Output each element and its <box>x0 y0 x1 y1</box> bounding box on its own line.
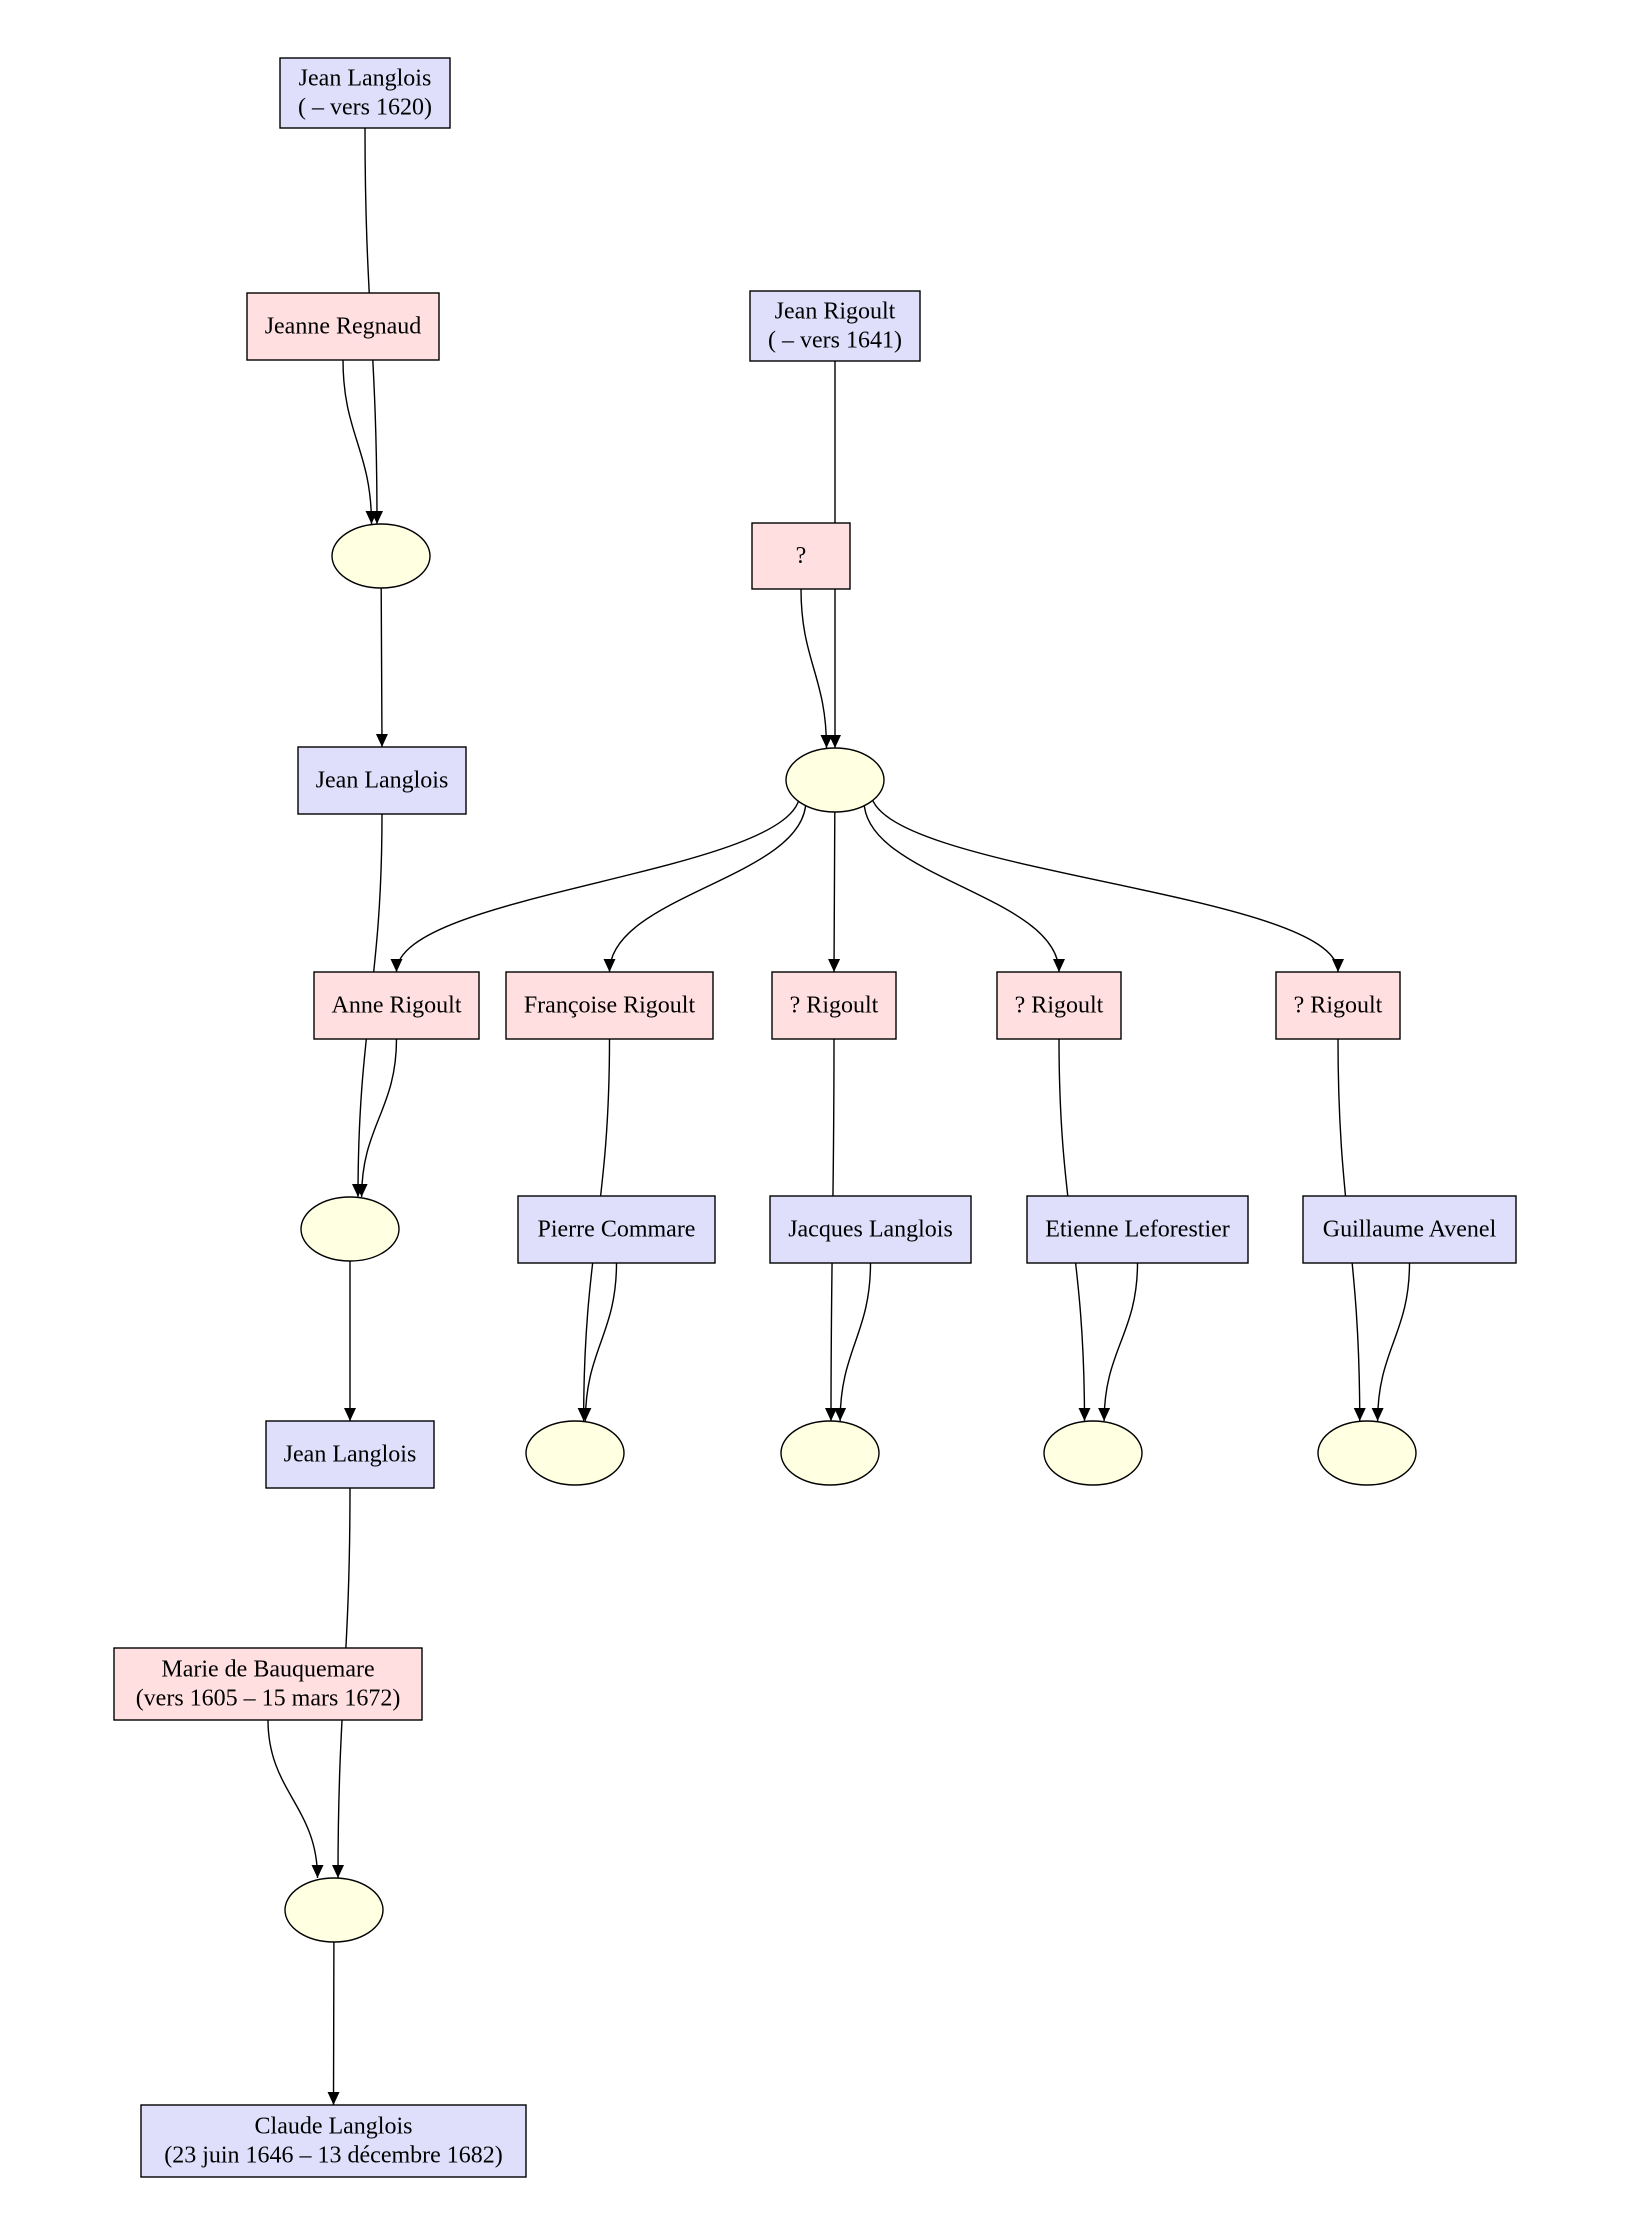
edge-jeanne_regnaud-to-u1 <box>342 359 378 525</box>
person-name: ? <box>796 543 807 569</box>
union-node-u1 <box>331 523 431 589</box>
person-node-pierre_commare[interactable]: Pierre Commare <box>517 1195 716 1264</box>
person-name: Claude Langlois <box>255 2114 413 2140</box>
person-box-jean_langlois_1[interactable] <box>279 57 451 129</box>
person-box-etienne_leforestier[interactable] <box>1026 1195 1249 1264</box>
person-box-francoise_rigoult[interactable] <box>505 971 714 1040</box>
person-name: Jean Langlois <box>299 66 432 92</box>
person-node-rigoult_b[interactable]: ? Rigoult <box>996 971 1122 1040</box>
person-box-rigoult_c[interactable] <box>1275 971 1401 1040</box>
person-box-pierre_commare[interactable] <box>517 1195 716 1264</box>
person-box-jacques_langlois[interactable] <box>769 1195 972 1264</box>
person-node-unknown_wife[interactable]: ? <box>751 522 851 590</box>
edge-u1-to-jean_langlois_2 <box>375 587 388 748</box>
person-box-jean_rigoult[interactable] <box>749 290 921 362</box>
person-dates: (23 juin 1646 – 13 décembre 1682) <box>164 2143 503 2169</box>
person-node-jeanne_regnaud[interactable]: Jeanne Regnaud <box>246 292 440 361</box>
union-node-u7 <box>1317 1420 1417 1486</box>
edge-anne_rigoult-to-u3 <box>355 1038 398 1198</box>
person-box-rigoult_b[interactable] <box>996 971 1122 1040</box>
edge-u2-to-rigoult_b <box>863 800 1065 973</box>
edge-marie_bauquemare-to-u8 <box>267 1719 324 1879</box>
person-name: Jean Langlois <box>316 768 449 794</box>
person-name: Pierre Commare <box>538 1217 696 1243</box>
person-node-marie_bauquemare[interactable]: Marie de Bauquemare (vers 1605 – 15 mars … <box>113 1647 423 1721</box>
person-name: Françoise Rigoult <box>524 993 696 1019</box>
person-name: Jean Rigoult <box>775 299 896 325</box>
person-box-guillaume_avenel[interactable] <box>1302 1195 1517 1264</box>
union-node-u5 <box>780 1420 880 1486</box>
person-node-claude_langlois[interactable]: Claude Langlois (23 juin 1646 – 13 décemb… <box>140 2104 527 2178</box>
edges-layer <box>267 127 1411 2106</box>
person-node-jacques_langlois[interactable]: Jacques Langlois <box>769 1195 972 1264</box>
union-node-u3 <box>300 1196 400 1262</box>
edge-jacques_langlois-to-u5 <box>834 1262 872 1422</box>
person-box-jeanne_regnaud[interactable] <box>246 292 440 361</box>
person-name: ? Rigoult <box>790 993 879 1019</box>
edge-u2-to-anne_rigoult <box>390 792 801 973</box>
person-node-jean_rigoult[interactable]: Jean Rigoult ( – vers 1641) <box>749 290 921 362</box>
person-box-jean_langlois_2[interactable] <box>297 746 467 815</box>
person-box-marie_bauquemare[interactable] <box>113 1647 423 1721</box>
person-name: Jacques Langlois <box>788 1217 953 1243</box>
edge-unknown_wife-to-u2 <box>800 588 833 749</box>
union-node-u8 <box>284 1877 384 1943</box>
edge-u2-to-francoise_rigoult <box>603 800 807 973</box>
person-box-anne_rigoult[interactable] <box>313 971 480 1040</box>
person-name: Jeanne Regnaud <box>265 314 422 340</box>
person-name: Jean Langlois <box>284 1442 417 1468</box>
edge-guillaume_avenel-to-u7 <box>1371 1262 1411 1422</box>
person-node-rigoult_a[interactable]: ? Rigoult <box>771 971 897 1040</box>
person-node-rigoult_c[interactable]: ? Rigoult <box>1275 971 1401 1040</box>
person-name: ? Rigoult <box>1015 993 1104 1019</box>
person-name: ? Rigoult <box>1294 993 1383 1019</box>
person-node-jean_langlois_3[interactable]: Jean Langlois <box>265 1420 435 1489</box>
union-node-u4 <box>525 1420 625 1486</box>
person-box-rigoult_a[interactable] <box>771 971 897 1040</box>
person-dates: ( – vers 1620) <box>298 95 432 121</box>
person-name: Etienne Leforestier <box>1045 1217 1230 1243</box>
person-node-etienne_leforestier[interactable]: Etienne Leforestier <box>1026 1195 1249 1264</box>
person-dates: (vers 1605 – 15 mars 1672) <box>136 1686 401 1712</box>
union-node-u6 <box>1043 1420 1143 1486</box>
person-name: Guillaume Avenel <box>1323 1217 1497 1243</box>
person-box-claude_langlois[interactable] <box>140 2104 527 2178</box>
edge-etienne_leforestier-to-u6 <box>1098 1262 1139 1422</box>
edge-u2-to-rigoult_c <box>870 791 1344 973</box>
edge-u2-to-rigoult_a <box>828 811 841 973</box>
person-node-anne_rigoult[interactable]: Anne Rigoult <box>313 971 480 1040</box>
person-box-jean_langlois_3[interactable] <box>265 1420 435 1489</box>
nodes-layer: Jean Langlois ( – vers 1620) Jeanne Regnau… <box>113 57 1517 2178</box>
person-name: Marie de Bauquemare <box>161 1657 374 1683</box>
person-node-jean_langlois_1[interactable]: Jean Langlois ( – vers 1620) <box>279 57 451 129</box>
person-node-jean_langlois_2[interactable]: Jean Langlois <box>297 746 467 815</box>
union-node-u2 <box>785 747 885 813</box>
edge-pierre_commare-to-u4 <box>579 1262 618 1422</box>
person-name: Anne Rigoult <box>332 993 462 1019</box>
person-node-guillaume_avenel[interactable]: Guillaume Avenel <box>1302 1195 1517 1264</box>
person-dates: ( – vers 1641) <box>768 328 902 354</box>
person-node-francoise_rigoult[interactable]: Françoise Rigoult <box>505 971 714 1040</box>
person-box-unknown_wife[interactable] <box>751 522 851 590</box>
